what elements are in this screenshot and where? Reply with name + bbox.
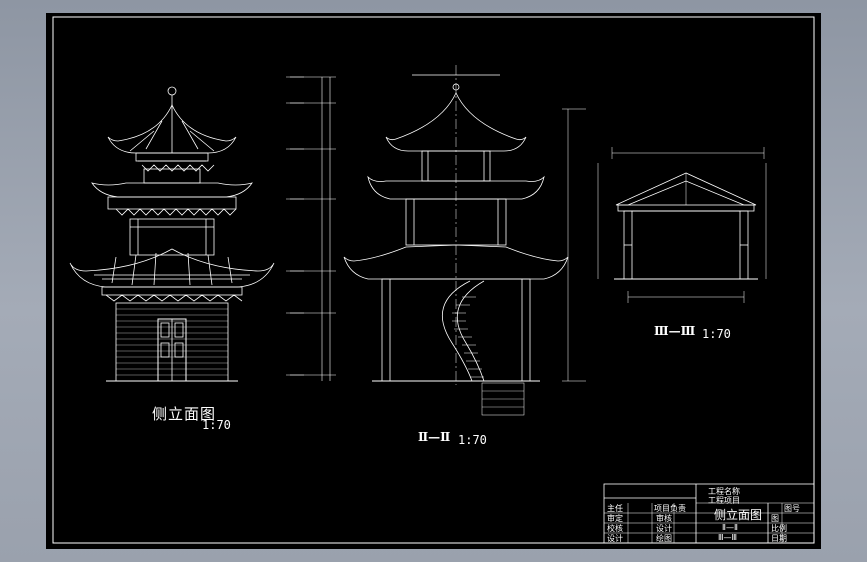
title-block-mid-1: 项目负责	[654, 504, 686, 513]
section-3-drawing	[597, 147, 767, 303]
section-2-label: Ⅱ—Ⅱ	[418, 430, 451, 444]
drawing-border	[52, 16, 815, 544]
title-block-view-2: Ⅲ—Ⅲ	[718, 533, 738, 542]
title-block-left-1: 主任	[607, 504, 623, 513]
title-block-sub-project: 工程项目	[708, 496, 740, 505]
title-block-project-name: 工程名称	[708, 487, 740, 496]
side-elevation-title: 侧立面图	[152, 405, 217, 423]
title-block-frame	[603, 483, 815, 544]
section-2-drawing	[343, 65, 586, 416]
elevation-dimension-column	[286, 76, 336, 381]
title-block-view-1: Ⅱ—Ⅱ	[722, 523, 738, 532]
title-block-drawing-number: 图号	[784, 504, 800, 513]
title-block-drawing-name: 侧立面图	[714, 508, 763, 522]
side-elevation-scale: 1:70	[202, 418, 231, 432]
section-3-label: Ⅲ—Ⅲ	[654, 324, 696, 338]
title-block-mid-2: 审核	[656, 514, 672, 523]
section-2-scale: 1:70	[458, 433, 487, 447]
title-block-right-2: 比例	[771, 524, 787, 533]
title-block-left-3: 校核	[607, 524, 623, 533]
section-3-scale: 1:70	[702, 327, 731, 341]
title-block-right-1: 图	[771, 514, 779, 523]
drawing-linework	[52, 16, 815, 544]
cad-drawing-sheet: 侧立面图 1:70 Ⅱ—Ⅱ 1:70 Ⅲ—Ⅲ 1:70 工程名称 工程项目 侧立…	[46, 13, 821, 549]
title-block-mid-4: 绘图	[656, 534, 672, 543]
title-block-mid-3: 设计	[656, 524, 672, 533]
pagoda-elevation	[69, 86, 275, 382]
title-block-right-3: 日期	[771, 534, 787, 543]
title-block-left-4: 设计	[607, 534, 623, 543]
title-block-left-2: 审定	[607, 514, 623, 523]
